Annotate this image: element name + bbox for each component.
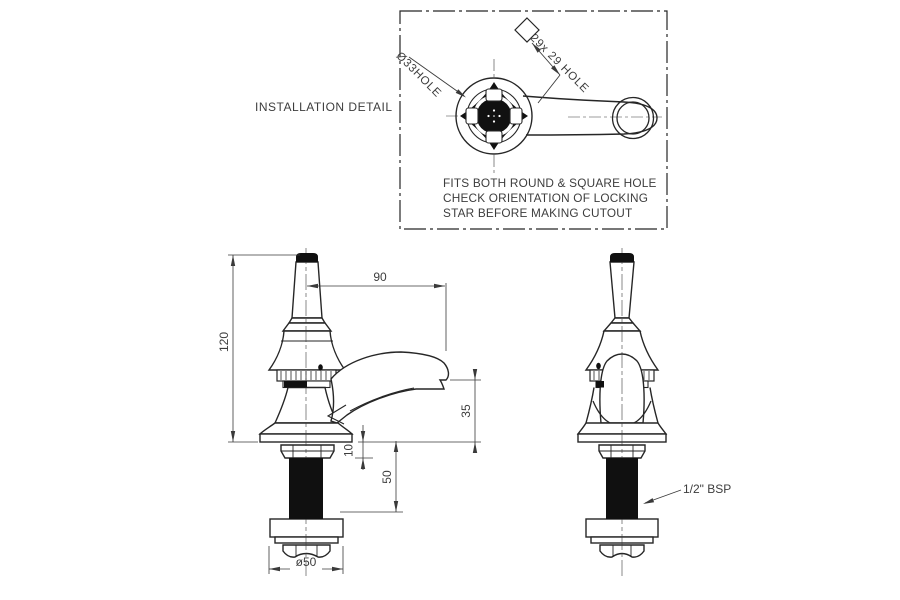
threaded-shank-front	[606, 458, 638, 519]
dim-spout-reach: 90	[373, 270, 387, 284]
side-view	[258, 261, 450, 558]
body-bell-front	[584, 330, 660, 371]
handle-cap-front	[610, 253, 634, 262]
front-view-black-details	[596, 253, 638, 519]
dim-shank-length: 50	[380, 470, 394, 484]
washer-block	[269, 518, 344, 538]
spout-outlet-inner	[616, 101, 650, 135]
note-line-1: FITS BOTH ROUND & SQUARE HOLE	[443, 176, 657, 190]
spout-side	[330, 351, 450, 424]
dim-spout-height: 35	[459, 404, 473, 418]
dim-base-diameter: ø50	[295, 555, 317, 569]
detail-box-border	[399, 10, 668, 230]
handle-cap	[296, 253, 318, 262]
backnut	[280, 444, 335, 459]
dimension-lines	[228, 254, 682, 574]
note-line-3: STAR BEFORE MAKING CUTOUT	[443, 206, 633, 221]
body-outer-circle	[455, 77, 533, 155]
detail-box	[399, 10, 668, 230]
body-lower	[273, 386, 340, 424]
threaded-shank	[289, 458, 323, 519]
round-hole-arrow	[455, 89, 466, 98]
handle-column	[291, 261, 323, 319]
body-screw-dot	[318, 364, 323, 371]
spout-outlet-outer	[611, 96, 655, 140]
note-line-2: CHECK ORIENTATION OF LOCKING	[443, 191, 649, 206]
dimension-arrows	[230, 255, 655, 572]
square-hole-symbol	[514, 17, 540, 43]
installation-note: FITS BOTH ROUND & SQUARE HOLE CHECK ORIE…	[443, 176, 657, 222]
round-hole-leader	[408, 56, 465, 97]
thread-size-label: 1/2" BSP	[683, 482, 732, 496]
bottom-nut	[282, 544, 331, 558]
dim-overall-height: 120	[217, 331, 231, 353]
spout-top-outline	[522, 95, 658, 136]
top-view	[408, 17, 662, 173]
body-bell	[267, 330, 347, 371]
dim-deck-gap: 10	[343, 444, 356, 457]
handle-center-details	[487, 109, 501, 123]
side-view-black-details	[284, 253, 323, 519]
star-tabs	[465, 88, 523, 144]
drawing-title: INSTALLATION DETAIL	[255, 100, 393, 114]
